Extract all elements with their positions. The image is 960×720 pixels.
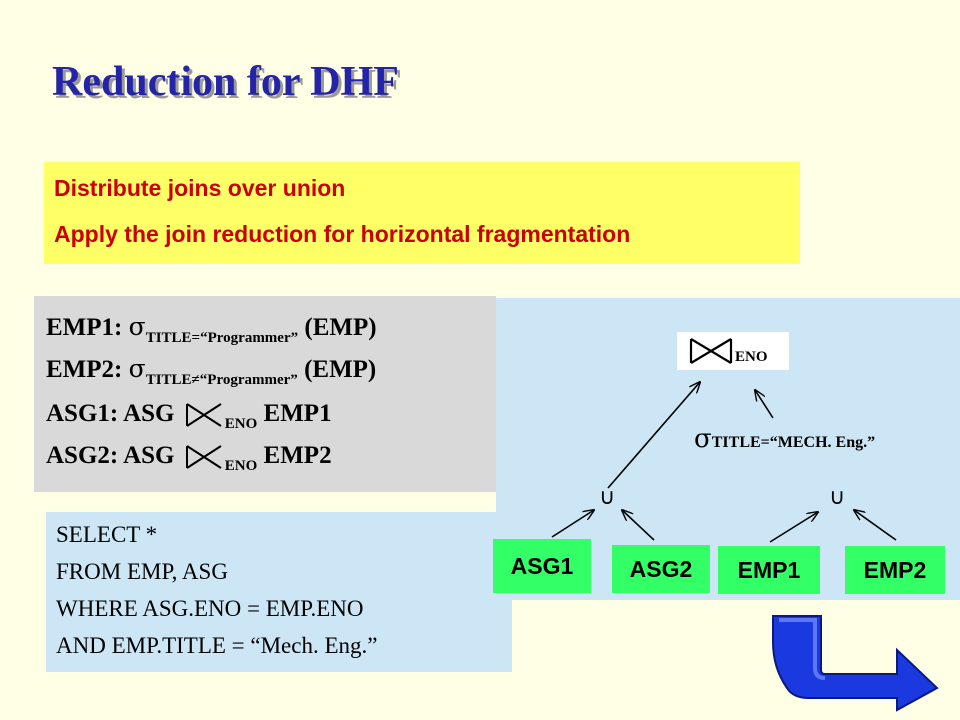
selection-condition: TITLE=“MECH. Eng.” [711,434,876,451]
next-slide-arrow-icon[interactable] [765,612,945,712]
edge-asg1-to-union [551,510,594,538]
query-and-line: AND EMP.TITLE = “Mech. Eng.” [56,633,378,658]
def-asg2-name: ASG2: ASG [46,442,175,469]
query-select-line: SELECT * [56,522,158,547]
natural-join-icon [689,338,733,364]
sigma-symbol: σ [694,424,712,454]
def-emp2: EMP2: σTITLE≠“Programmer” (EMP) [46,354,377,388]
root-join-attribute: ENO [735,349,768,365]
query-from-line: FROM EMP, ASG [56,559,228,584]
sigma-symbol: σ [128,354,146,383]
note-line-distribute: Distribute joins over union [54,175,346,201]
def-asg2: ASG2: ASG ENO EMP2 [46,442,332,474]
note-box: Distribute joins over union Apply the jo… [44,162,800,264]
def-emp1-name: EMP1: [46,314,123,341]
fragment-asg2: ASG2 [612,545,710,593]
fragment-asg1: ASG1 [493,539,591,593]
def-asg1-attr: ENO [224,416,258,432]
def-emp1-predicate: TITLE=“Programmer” [145,330,299,346]
query-where-line: WHERE ASG.ENO = EMP.ENO [56,596,364,621]
edge-union-left-to-join [607,382,700,489]
selection-node: σTITLE=“MECH. Eng.” [694,424,875,454]
union-node-asg: ∪ [599,485,616,510]
union-node-emp: ∪ [829,485,846,510]
def-asg1-right: EMP1 [263,400,332,427]
semijoin-icon [185,403,222,428]
semijoin-icon [185,445,222,470]
sigma-symbol: σ [128,312,146,341]
def-emp2-name: EMP2: [46,356,123,383]
def-asg1: ASG1: ASG ENO EMP1 [46,400,332,432]
def-emp1-relation: (EMP) [304,314,377,341]
def-emp1: EMP1: σTITLE=“Programmer” (EMP) [46,312,377,346]
fragment-emp1: EMP1 [718,546,820,594]
edge-emp2-to-union [854,510,897,541]
def-asg1-name: ASG1: ASG [46,400,175,427]
root-join-node: ENO [677,332,789,370]
def-emp2-predicate: TITLE≠“Programmer” [145,372,298,388]
edge-asg2-to-union [622,510,655,541]
fragment-emp2: EMP2 [845,546,945,594]
fragment-definitions: EMP1: σTITLE=“Programmer” (EMP) EMP2: σT… [34,296,496,492]
def-emp2-relation: (EMP) [304,356,377,383]
sql-query-box: SELECT * FROM EMP, ASG WHERE ASG.ENO = E… [46,512,512,672]
edge-emp1-to-union [769,512,818,543]
def-asg2-attr: ENO [224,458,258,474]
def-asg2-right: EMP2 [263,442,332,469]
edge-selection-to-join [755,390,774,419]
note-line-apply: Apply the join reduction for horizontal … [54,221,631,247]
slide-title: Reduction for DHF [52,59,399,105]
